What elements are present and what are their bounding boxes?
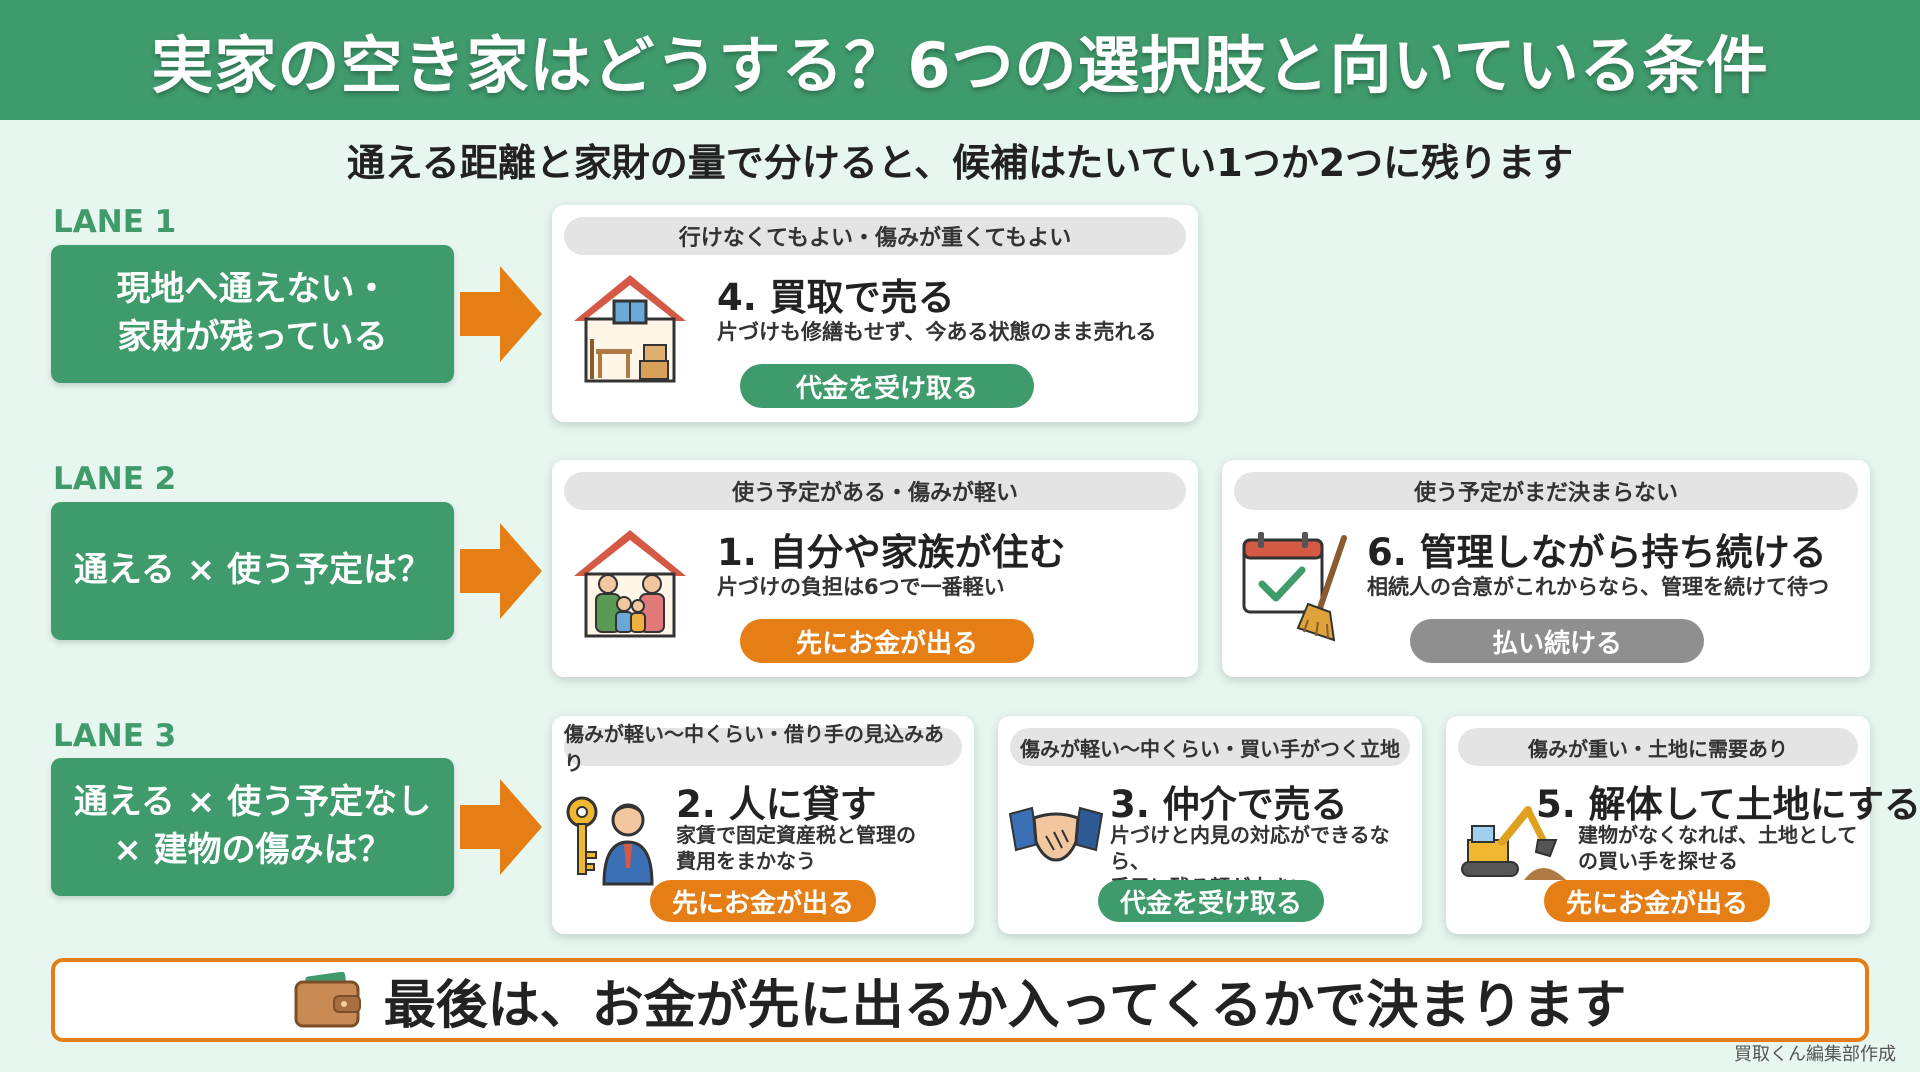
lane-3-box: 通える × 使う予定なし × 建物の傷みは？ — [51, 758, 454, 896]
card-keep-pill: 払い続ける — [1410, 619, 1704, 663]
lane-2-arrow-icon — [460, 523, 542, 619]
card-rent-pill: 先にお金が出る — [650, 880, 876, 922]
card-broker-condition: 傷みが軽い〜中くらい・買い手がつく立地 — [1010, 728, 1410, 766]
card-broker-pill: 代金を受け取る — [1098, 880, 1324, 922]
lane-3-line1: 通える × 使う予定なし — [73, 782, 432, 823]
card-buyback-title: 4. 買取で売る — [717, 276, 955, 319]
card-live: 使う予定がある・傷みが軽い 1. 自分や家族が住む 片づけの負担は6つで一番軽い… — [552, 460, 1198, 677]
lane-3-arrow-icon — [460, 779, 542, 875]
card-broker-title: 3. 仲介で売る — [1110, 783, 1348, 826]
card-live-title: 1. 自分や家族が住む — [717, 531, 1066, 574]
lane-3-line2: × 建物の傷みは？ — [113, 830, 392, 870]
card-demolish-desc-line2: の買い手を探せる — [1578, 849, 1738, 873]
key-person-icon — [566, 796, 654, 886]
card-demolish: 傷みが重い・土地に需要あり 5. 解体して土地にする 建物がなくなれば、土地とし… — [1446, 716, 1920, 934]
wallet-icon — [294, 972, 361, 1028]
card-demolish-desc-line1: 建物がなくなれば、土地として — [1578, 823, 1858, 847]
lane-1-line1: 現地へ通えない・ — [116, 269, 389, 310]
credit: 買取くん編集部作成 — [1734, 1044, 1896, 1065]
lane-1-label: LANE 1 — [53, 204, 177, 240]
lane-1-box: 現地へ通えない・ 家財が残っている — [51, 245, 454, 383]
card-keep-condition: 使う予定がまだ決まらない — [1234, 472, 1858, 510]
card-rent-condition: 傷みが軽い〜中くらい・借り手の見込みあり — [564, 722, 962, 775]
bottom-banner: 最後は、お金が先に出るか入ってくるかで決まります — [51, 958, 1869, 1042]
lane-3-label: LANE 3 — [53, 718, 177, 754]
card-buyback-pill: 代金を受け取る — [740, 364, 1034, 408]
card-buyback-desc: 片づけも修繕もせず、今ある状態のまま売れる — [717, 320, 1157, 344]
house-furniture-icon — [574, 275, 686, 383]
card-buyback-condition: 行けなくてもよい・傷みが重くてもよい — [564, 217, 1186, 255]
card-demolish-desc: 建物がなくなれば、土地として の買い手を探せる — [1578, 822, 1857, 874]
card-rent-desc-line1: 家賃で固定資産税と管理の — [676, 823, 916, 847]
lane-2-box: 通える × 使う予定は？ — [51, 502, 454, 640]
family-house-icon — [574, 530, 686, 638]
calendar-broom-icon — [1242, 532, 1347, 642]
card-rent-desc-line2: 費用をまかなう — [676, 849, 816, 873]
card-broker: 傷みが軽い〜中くらい・買い手がつく立地 3. 仲介で売る 片づけと内見の対応がで… — [998, 716, 1422, 934]
excavator-icon — [1461, 806, 1566, 880]
title-bar: 実家の空き家はどうする？6つの選択肢と向いている条件 — [0, 0, 1920, 120]
lane-2-line1: 通える × 使う予定は？ — [73, 550, 432, 591]
card-keep: 使う予定がまだ決まらない 6. 管理しながら持ち続ける 相続人の合意がこれからな… — [1222, 460, 1870, 677]
lane-1-arrow-icon — [460, 266, 542, 362]
card-live-pill: 先にお金が出る — [740, 619, 1034, 663]
card-rent-desc: 家賃で固定資産税と管理の 費用をまかなう — [676, 822, 916, 874]
card-rent: 傷みが軽い〜中くらい・借り手の見込みあり 2. 人に貸す 家賃で固定資産税と管理… — [552, 716, 974, 934]
page-title: 実家の空き家はどうする？6つの選択肢と向いている条件 — [151, 29, 1769, 102]
lane-2-label: LANE 2 — [53, 461, 177, 497]
card-keep-title: 6. 管理しながら持ち続ける — [1367, 531, 1827, 574]
card-live-condition: 使う予定がある・傷みが軽い — [564, 472, 1186, 510]
lane-1-line2: 家財が残っている — [117, 317, 388, 357]
card-buyback: 行けなくてもよい・傷みが重くてもよい 4. 買取で売る 片づけも修繕もせず、今あ… — [552, 205, 1198, 422]
card-demolish-condition: 傷みが重い・土地に需要あり — [1458, 728, 1858, 766]
bottom-banner-text: 最後は、お金が先に出るか入ってくるかで決まります — [383, 975, 1627, 1036]
card-broker-desc-line1: 片づけと内見の対応ができるなら、 — [1110, 823, 1390, 873]
card-demolish-pill: 先にお金が出る — [1544, 880, 1770, 922]
card-rent-title: 2. 人に貸す — [676, 783, 877, 826]
card-keep-desc: 相続人の合意がこれからなら、管理を続けて待つ — [1367, 575, 1829, 599]
card-live-desc: 片づけの負担は6つで一番軽い — [717, 575, 1005, 599]
handshake-icon — [1008, 806, 1104, 862]
card-demolish-title: 5. 解体して土地にする — [1536, 783, 1920, 826]
subtitle: 通える距離と家財の量で分けると、候補はたいてい1つか2つに残ります — [346, 141, 1574, 185]
